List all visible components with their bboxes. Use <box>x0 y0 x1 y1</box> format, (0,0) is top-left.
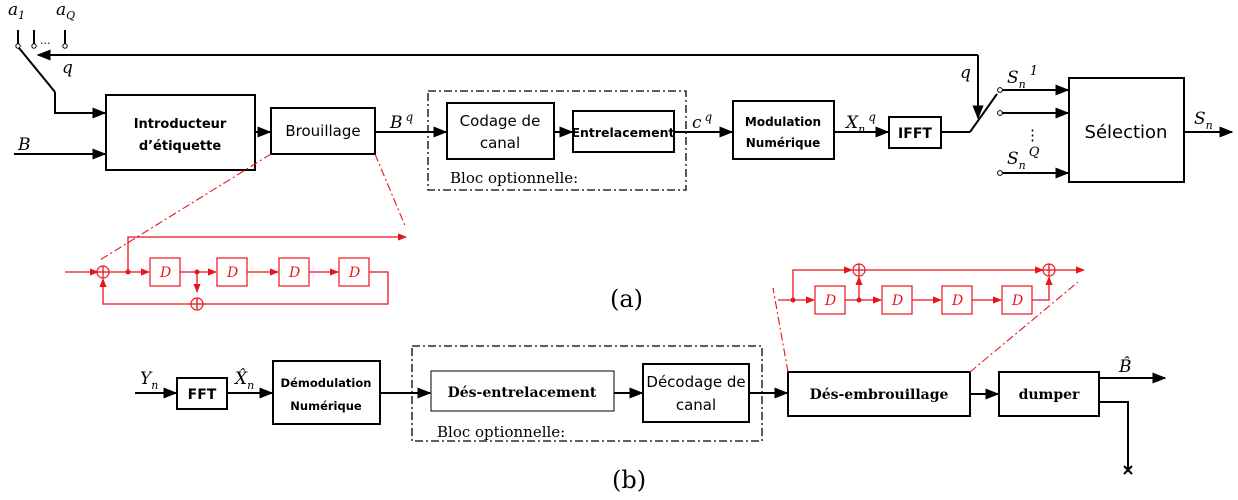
tag-introducer-block <box>105 94 256 171</box>
delay-label: D <box>348 265 360 281</box>
channel-coding-block <box>446 102 555 160</box>
scrambler-label: Brouillage <box>285 122 360 140</box>
channel-decoding-line1: Décodage de <box>646 373 745 391</box>
selection-label: Sélection <box>1085 122 1168 143</box>
channel-coding-line2: canal <box>480 134 520 152</box>
caption-a: (a) <box>610 285 643 313</box>
optional-label-b: Bloc optionnelle: <box>437 423 565 441</box>
fft-label: FFT <box>188 387 217 403</box>
fft-block <box>176 377 228 410</box>
demodulation-block <box>272 360 381 425</box>
ifft-label: IFFT <box>898 126 932 142</box>
modulation-line2: Numérique <box>746 136 821 150</box>
zoom-line-right-a <box>374 153 407 229</box>
ifft-block <box>888 116 942 149</box>
bhat-label: B̂ <box>1118 357 1132 377</box>
optional-block-a <box>427 90 687 191</box>
optional-label-a: Bloc optionnelle: <box>450 169 578 187</box>
delay-box <box>941 285 973 315</box>
sn-output-label: Sn <box>1194 109 1213 132</box>
delay-label: D <box>824 293 836 309</box>
descrambler-block <box>787 371 971 417</box>
channel-decoding-line2: canal <box>676 396 716 414</box>
delay-label: D <box>226 265 238 281</box>
interleaver-block <box>572 110 675 153</box>
sn1-label: Sn1 <box>1007 64 1038 91</box>
delay-box <box>278 257 310 287</box>
b-input-label: B <box>17 135 31 155</box>
aq-label: aQ <box>56 0 75 22</box>
interleaver-label: Entrelacement <box>571 125 674 140</box>
optional-block-b <box>411 345 763 442</box>
xnq-label: Xnq <box>844 110 876 136</box>
delay-box <box>881 285 913 315</box>
a1-label: a1 <box>8 0 25 22</box>
modulation-line1: Modulation <box>745 115 821 129</box>
selector-switch-arm <box>18 47 56 93</box>
descrambler-label: Dés-embrouillage <box>810 387 949 403</box>
delay-box <box>149 257 181 287</box>
delay-box <box>1001 285 1033 315</box>
selection-block <box>1068 77 1185 183</box>
delay-box <box>338 257 370 287</box>
delay-label: D <box>891 293 903 309</box>
selection-vdots: ⋮ <box>1025 126 1040 144</box>
output-switch: Sn1 ⋮ SnQ <box>941 64 1070 179</box>
q-right-label: q <box>960 63 971 83</box>
tag-introducer-line1: Introducteur <box>134 117 227 132</box>
selector-dots: ... <box>40 34 51 47</box>
q-control-label: q <box>62 58 73 78</box>
delay-label: D <box>951 293 963 309</box>
yn-label: Yn <box>140 369 158 392</box>
delay-label: D <box>288 265 300 281</box>
deinterleaver-label: Dés-entrelacement <box>448 385 597 401</box>
tag-introducer-line2: d’étiquette <box>139 139 222 154</box>
xhat-label: X̂n <box>233 369 254 392</box>
scrambler-block <box>270 107 376 155</box>
deinterleaver-block <box>430 370 615 412</box>
dumper-label: dumper <box>1019 387 1080 403</box>
descrambler-detail: D D D D <box>778 263 1085 315</box>
snq-label: SnQ <box>1007 145 1040 172</box>
input-selector: a1 aQ ... q <box>8 0 107 119</box>
caption-b: (b) <box>612 466 646 494</box>
modulation-block <box>732 100 835 160</box>
delay-box <box>814 285 846 315</box>
delay-label: D <box>159 265 171 281</box>
zoom-line-left-b <box>772 287 789 373</box>
zoom-line-right-b <box>969 281 1079 373</box>
delay-label: D <box>1011 293 1023 309</box>
output-switch-arm <box>969 93 998 133</box>
channel-coding-line1: Codage de <box>460 112 541 130</box>
dumper-block <box>998 371 1100 417</box>
demodulation-line1: Démodulation <box>281 376 372 390</box>
delay-box <box>216 257 248 287</box>
demodulation-line2: Numérique <box>290 399 362 413</box>
scrambler-detail: D D D D <box>65 233 407 311</box>
